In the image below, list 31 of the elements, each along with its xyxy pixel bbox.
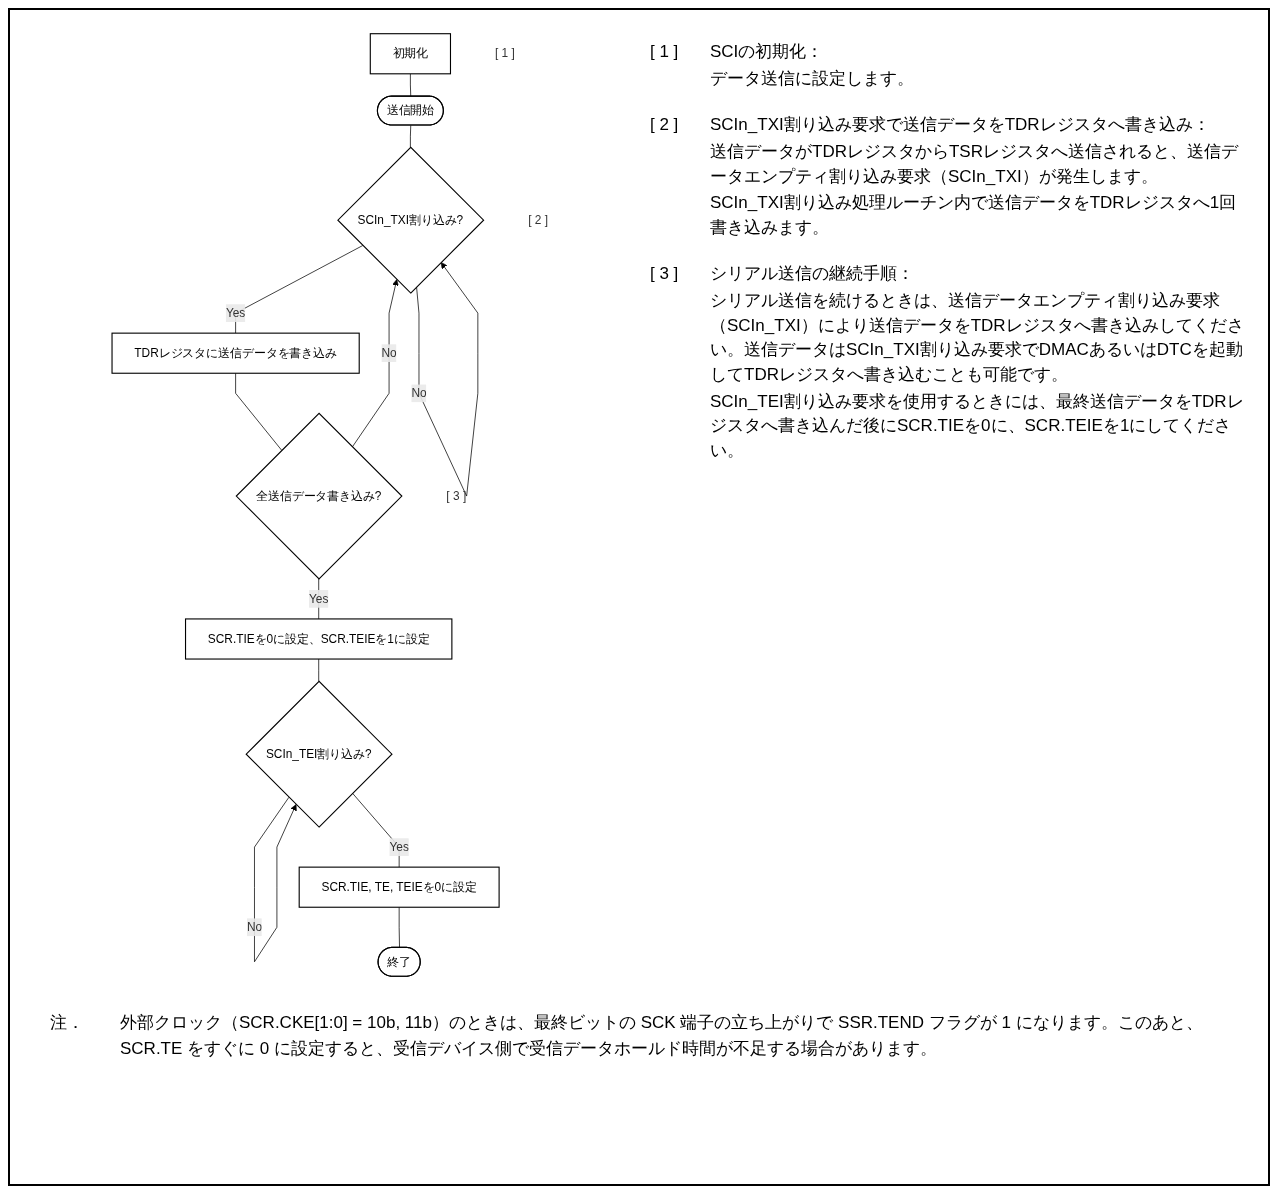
- step-marker: [ 3 ]: [650, 263, 680, 286]
- step-description: データ送信に設定します。: [710, 67, 915, 90]
- process-box: TDRレジスタに送信データを書き込み: [111, 332, 360, 374]
- step-marker: [ 2 ]: [650, 114, 680, 137]
- note-marker: 注．: [50, 1012, 85, 1034]
- edge-label: Yes: [309, 590, 329, 608]
- step-marker: [ 1 ]: [495, 46, 515, 61]
- edge-label: No: [381, 344, 397, 363]
- step-heading: SCIの初期化：: [710, 41, 825, 63]
- edge-label: Yes: [389, 838, 409, 856]
- decision-diamond: SCIn_TEI割り込み?: [245, 680, 393, 828]
- edge-label: No: [411, 384, 427, 403]
- note-text: 外部クロック（SCR.CKE[1:0] = 10b, 11b）のときは、最終ビットの SCK 端子の立ち上がりで SSR.TEND フラグが 1 になります。このあと、SCR.TE をすぐに 0 に設定すると、受信デバイス側で受信データホールド時間が不足する場合があります。: [120, 1012, 1204, 1060]
- process-box: SCR.TIEを0に設定、SCR.TEIEを1に設定: [184, 618, 453, 660]
- step-description: SCIn_TEI割り込み要求を使用するときには、最終送信データをTDRレジスタへ書き込んだ後にSCR.TIEを0に、SCR.TEIEを1にしてください。: [710, 390, 1245, 462]
- terminal-box: 終了: [377, 946, 421, 977]
- step-description: 送信データがTDRレジスタからTSRレジスタへ送信されると、送信データエンプティ割り込み要求（SCIn_TXI）が発生します。: [710, 140, 1240, 188]
- step-marker: [ 2 ]: [528, 212, 548, 227]
- edge-label: Yes: [225, 304, 246, 322]
- process-box: 初期化: [369, 33, 452, 75]
- edge-label: No: [246, 918, 263, 937]
- decision-diamond: 全送信データ書き込み?: [235, 412, 403, 580]
- step-marker: [ 3 ]: [446, 488, 467, 503]
- step-heading: シリアル送信の継続手順：: [710, 263, 915, 286]
- terminal-box: 送信開始: [376, 95, 444, 126]
- step-marker: [ 1 ]: [650, 41, 680, 63]
- step-description: シリアル送信を続けるときは、送信データエンプティ割り込み要求（SCIn_TXI）により送信データをTDRレジスタへ書き込みしてください。送信データはSCIn_TXI割り込み要求でDMACあるいはDTCを起動してTDRレジスタへ書き込むことも可能です。: [710, 290, 1245, 387]
- step-heading: SCIn_TXI割り込み要求で送信データをTDRレジスタへ書き込み：: [710, 114, 1211, 137]
- step-description: SCIn_TXI割り込み処理ルーチン内で送信データをTDRレジスタへ1回書き込みます。: [710, 192, 1238, 239]
- decision-diamond: SCIn_TXI割り込み?: [337, 146, 485, 294]
- process-box: SCR.TIE, TE, TEIEを0に設定: [298, 866, 500, 908]
